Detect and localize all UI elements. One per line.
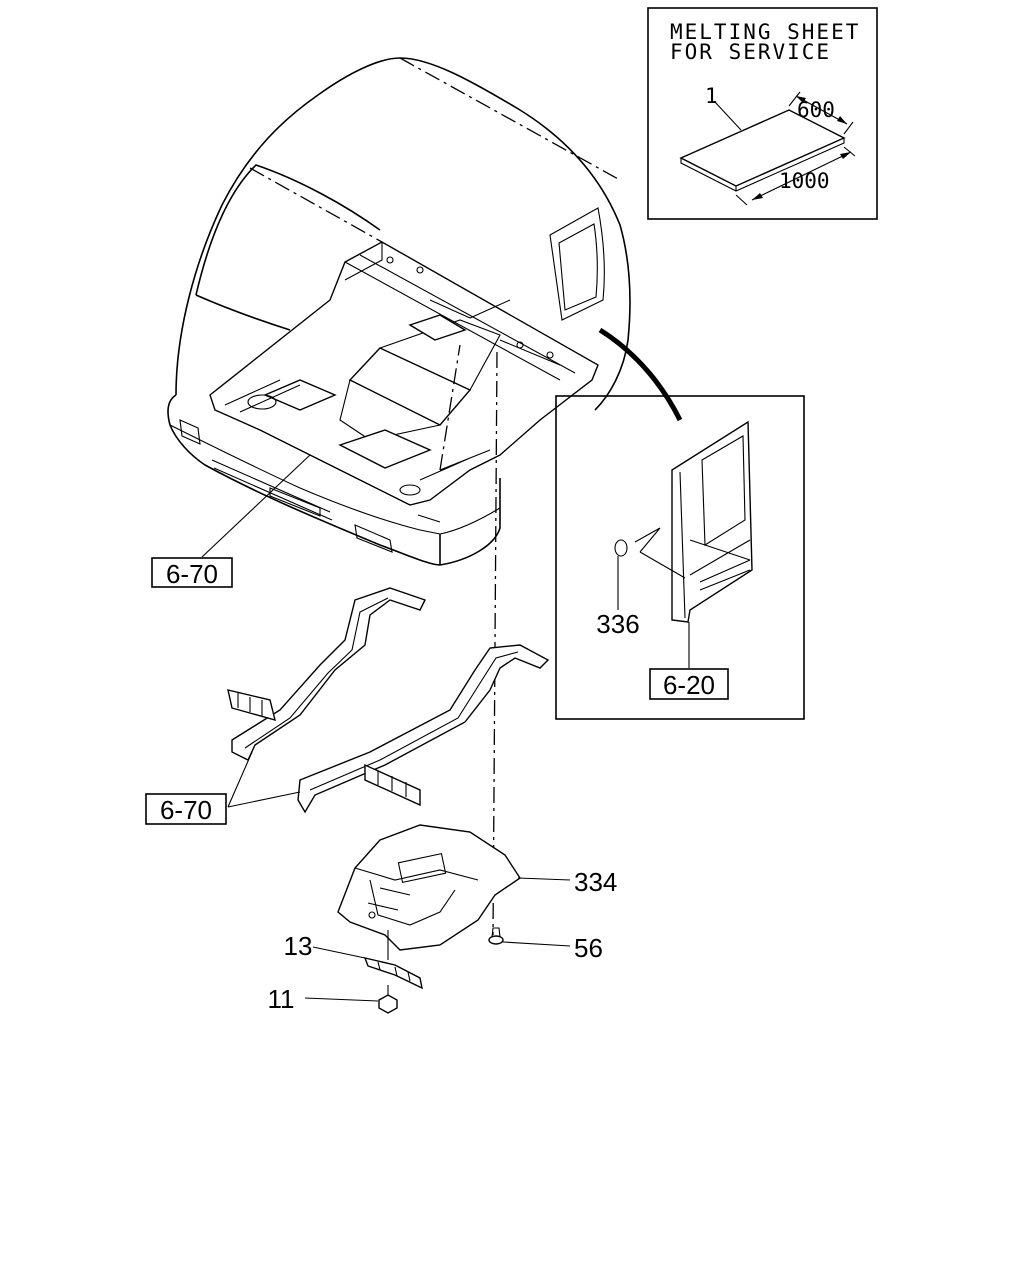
nut-label: 11 (268, 984, 295, 1014)
frame-rail-right (297, 644, 550, 814)
bracket-part (363, 957, 423, 990)
floor-reference-box: 6-70 (151, 557, 233, 589)
inset-frame (647, 7, 878, 220)
side-inset-frame (555, 395, 805, 720)
seal-336-leaders (634, 527, 686, 579)
nut-leader (304, 997, 379, 1002)
melting-sheet-part (679, 109, 846, 192)
dimension-1000-label: 1000 (779, 169, 830, 193)
floor-reference-label: 6-70 (166, 559, 218, 589)
phantom-roof-line (399, 57, 621, 181)
sheet-part-number: 1 (705, 84, 718, 108)
seal-336-label: 336 (596, 609, 639, 639)
side-reference-label: 6-20 (663, 670, 715, 700)
tunnel-cover-label: 334 (574, 867, 617, 897)
seal-336-part (614, 539, 628, 557)
dimension-600-label: 600 (797, 98, 835, 122)
floor-panel (209, 241, 599, 506)
bracket-leader (312, 946, 366, 959)
frame-reference-label: 6-70 (160, 795, 212, 825)
cab-body (167, 57, 631, 566)
bracket-label: 13 (284, 931, 313, 961)
phantom-clip-line (492, 351, 498, 936)
side-panel-inset: 336 6-20 (555, 327, 805, 720)
clip-leader (502, 941, 571, 947)
phantom-center-line (439, 344, 461, 471)
inset-title-line1: MELTING SHEET (670, 20, 860, 44)
inset-title-line2: FOR SERVICE (670, 40, 831, 64)
phantom-windshield-line (249, 167, 383, 243)
tunnel-cover-leader (517, 877, 571, 881)
inset-pointer-arrow (598, 327, 683, 422)
frame-reference-box: 6-70 (145, 793, 227, 825)
side-reference-box: 6-20 (649, 668, 729, 700)
sheet-leader (713, 100, 742, 131)
side-panel-part (671, 420, 753, 623)
frame-leaders (227, 751, 301, 808)
clip-label: 56 (574, 933, 603, 963)
dimension-600: 600 (788, 91, 854, 135)
melting-sheet-inset: MELTING SHEET FOR SERVICE 1 600 1000 (647, 7, 878, 220)
frame-rail-left (227, 587, 426, 761)
floor-leader (201, 454, 311, 558)
dimension-1000: 1000 (735, 146, 856, 206)
nut-part (378, 985, 398, 1014)
clip-part (488, 927, 504, 945)
